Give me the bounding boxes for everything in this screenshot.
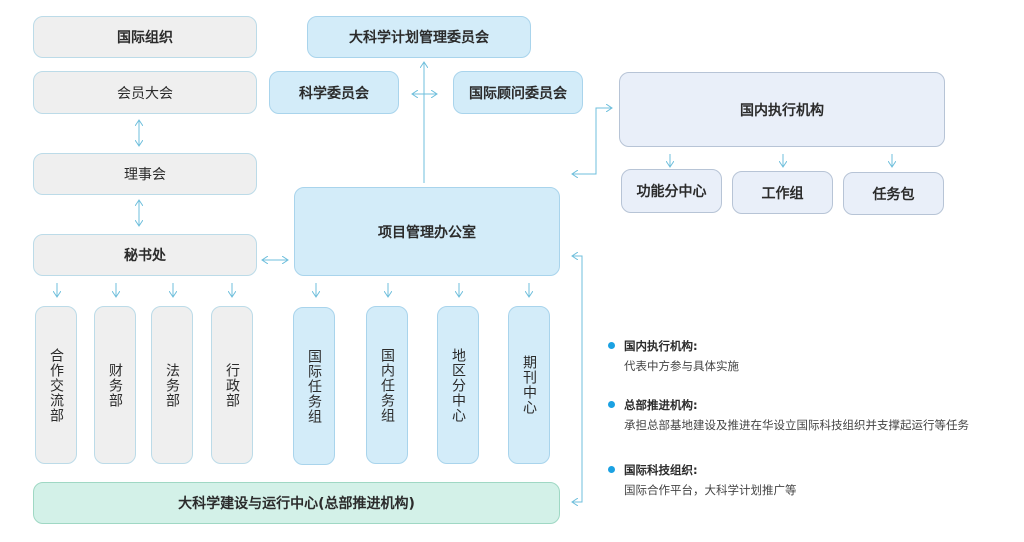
advisory-committee-box: 国际顾问委员会 (453, 71, 583, 114)
legend-title: 总部推进机构: (624, 398, 698, 412)
legend-item: 总部推进机构: 承担总部基地建设及推进在华设立国际科技组织并支撑起运行等任务 (608, 397, 969, 433)
group-box: 国内任务组 (366, 306, 408, 464)
department-box: 法务部 (151, 306, 193, 464)
legend-item: 国内执行机构: 代表中方参与具体实施 (608, 338, 739, 374)
international-org-box: 国际组织 (33, 16, 257, 58)
legend-desc: 承担总部基地建设及推进在华设立国际科技组织并支撑起运行等任务 (624, 418, 969, 432)
arrow-bar-office (572, 256, 583, 502)
department-box: 财务部 (94, 306, 136, 464)
legend-item: 国际科技组织: 国际合作平台，大科学计划推广等 (608, 462, 797, 498)
bullet-icon (608, 342, 615, 349)
bullet-icon (608, 466, 615, 473)
legend-title: 国际科技组织: (624, 463, 698, 477)
legend-desc: 代表中方参与具体实施 (624, 359, 739, 373)
legend-title: 国内执行机构: (624, 339, 698, 353)
legend-desc: 国际合作平台，大科学计划推广等 (624, 483, 797, 497)
department-box: 合作交流部 (35, 306, 77, 464)
sub-unit-box: 任务包 (843, 172, 944, 215)
sub-unit-box: 功能分中心 (621, 169, 722, 213)
department-box: 行政部 (211, 306, 253, 464)
science-committee-box: 科学委员会 (269, 71, 399, 114)
arrow-office-domestic (572, 108, 612, 174)
big-science-committee-box: 大科学计划管理委员会 (307, 16, 531, 58)
bullet-icon (608, 401, 615, 408)
group-box: 国际任务组 (293, 307, 335, 465)
sub-unit-box: 工作组 (732, 171, 833, 214)
domestic-exec-box: 国内执行机构 (619, 72, 945, 147)
secretariat-box: 秘书处 (33, 234, 257, 276)
construction-center-bar: 大科学建设与运行中心(总部推进机构) (33, 482, 560, 524)
project-office-box: 项目管理办公室 (294, 187, 560, 276)
member-assembly-box: 会员大会 (33, 71, 257, 114)
group-box: 地区分中心 (437, 306, 479, 464)
council-box: 理事会 (33, 153, 257, 195)
group-box: 期刊中心 (508, 306, 550, 464)
